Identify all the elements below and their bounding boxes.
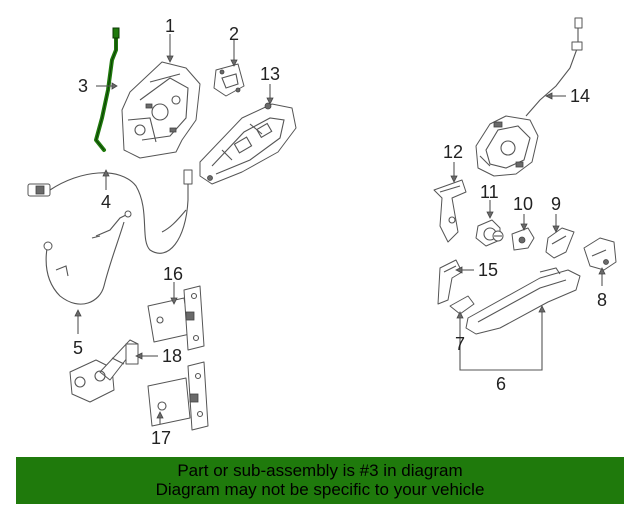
- part-9-cover[interactable]: [545, 227, 575, 259]
- callout-5[interactable]: 5: [73, 338, 83, 358]
- callout-14[interactable]: 14: [570, 86, 590, 106]
- callout-9[interactable]: 9: [551, 194, 561, 214]
- callout-4[interactable]: 4: [101, 192, 111, 212]
- callout-10[interactable]: 10: [513, 194, 533, 214]
- callout-2[interactable]: 2: [229, 24, 239, 44]
- callout-11[interactable]: 11: [480, 182, 499, 202]
- part-13-carrier[interactable]: [199, 102, 297, 185]
- info-banner: Part or sub-assembly is #3 in diagram Di…: [16, 457, 624, 504]
- callout-15[interactable]: 15: [478, 260, 498, 280]
- callout-17[interactable]: 17: [151, 428, 171, 448]
- part-15-bracket[interactable]: [437, 259, 463, 305]
- part-6-handle[interactable]: [465, 267, 581, 335]
- part-17-hinge[interactable]: [147, 361, 209, 431]
- leader-lines: [74, 34, 606, 424]
- callout-16[interactable]: 16: [163, 264, 183, 284]
- part-14-latch[interactable]: [475, 17, 583, 177]
- callout-12[interactable]: 12: [443, 142, 463, 162]
- banner-line-part: Part or sub-assembly is #3 in diagram: [177, 461, 463, 480]
- part-18-check[interactable]: [69, 339, 139, 403]
- part-4-cable[interactable]: [27, 169, 193, 254]
- part-16-hinge[interactable]: [147, 285, 205, 351]
- callout-8[interactable]: 8: [597, 290, 607, 310]
- callout-labels: 3 1 2 13 4 5 16 18 17 14 12 11 10 9 8 15…: [73, 16, 607, 448]
- callout-18[interactable]: 18: [162, 346, 182, 366]
- part-10-clip[interactable]: [511, 227, 535, 251]
- part-3-rod[interactable]: [94, 27, 120, 152]
- parts-diagram: 3 1 2 13 4 5 16 18 17 14 12 11 10 9 8 15…: [27, 16, 617, 448]
- part-12-bracket[interactable]: [433, 179, 467, 243]
- part-11-cylinder[interactable]: [475, 219, 504, 247]
- banner-line-disclaimer: Diagram may not be specific to your vehi…: [155, 480, 485, 499]
- part-1-latch[interactable]: [121, 61, 201, 159]
- callout-1[interactable]: 1: [165, 16, 175, 36]
- part-8-cap[interactable]: [583, 237, 617, 271]
- part-5-cable[interactable]: [43, 210, 132, 305]
- part-7-seal[interactable]: [449, 295, 475, 315]
- callout-6[interactable]: 6: [496, 374, 506, 394]
- callout-7[interactable]: 7: [455, 334, 465, 354]
- part-2-striker[interactable]: [213, 63, 245, 97]
- callout-13[interactable]: 13: [260, 64, 280, 84]
- callout-3[interactable]: 3: [78, 76, 88, 96]
